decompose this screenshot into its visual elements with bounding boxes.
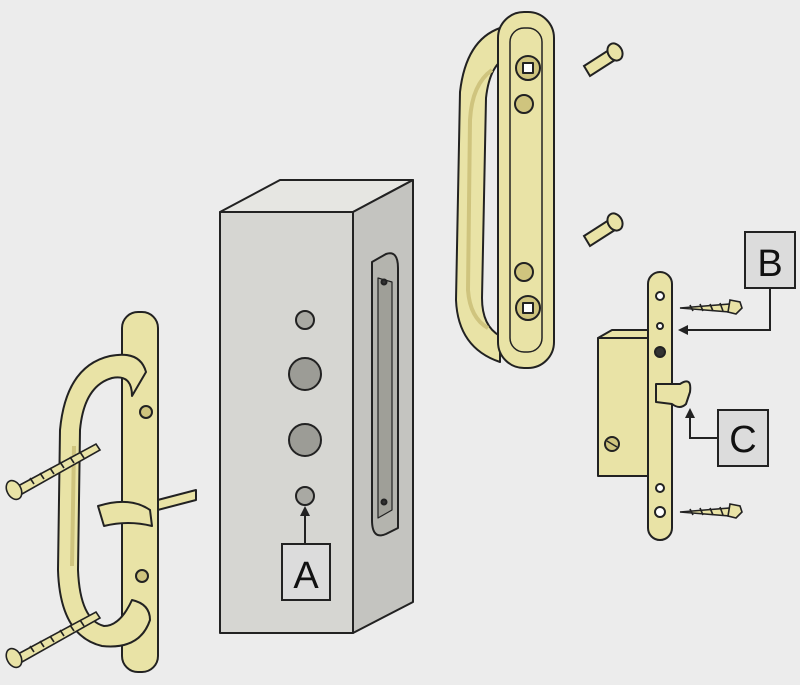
callout-c-box [717,409,769,467]
mortise-latch [597,271,692,541]
through-bolt-lower [5,610,102,669]
mounting-pin-bottom [582,212,624,248]
faceplate-hole-2 [656,322,664,330]
through-bolts [5,442,102,669]
faceplate-screws [679,299,743,519]
latch-body [597,337,651,477]
through-bolt-upper [5,442,102,501]
callout-b-label: B [757,243,782,285]
callout-a-box [281,543,331,601]
outside-handle [455,11,555,369]
door-block [219,179,414,634]
inside-handle [57,311,197,673]
faceplate-hole-4 [655,483,665,493]
callout-b-box [744,231,796,289]
mortise-screw-bottom [380,498,388,506]
bore-hole-small-top [295,310,315,330]
bore-hole-large-upper [288,357,322,391]
inside-escutcheon [121,311,159,673]
outside-spindle-square-bottom [522,302,534,314]
callout-a: A [281,506,331,601]
outside-grip-highlight [466,68,494,330]
outside-escutcheon [497,11,555,369]
mortise-screw-top [380,278,388,286]
outside-escutcheon-inner [509,27,543,353]
latch-faceplate [647,271,673,541]
inside-grip-highlight [70,445,76,567]
bore-hole-large-lower [288,423,322,457]
faceplate-hole-1 [655,291,665,301]
latch-hook [655,380,692,408]
faceplate-hole-3 [654,346,666,358]
mortise-inner [377,277,393,519]
bore-hole-small-bottom [295,486,315,506]
outside-stud-top [514,94,534,114]
callout-c: C [685,408,769,467]
faceplate-screw-bottom [679,503,743,519]
mounting-pins [582,42,624,248]
outside-stud-bottom [514,262,534,282]
inside-thumb-lever [97,500,153,527]
inside-grip [57,353,151,648]
faceplate-screw-top [679,299,743,315]
callout-c-label: C [729,419,756,461]
callout-a-label: A [293,555,319,597]
callout-b: B [678,231,796,335]
inside-handle-screw-bottom [135,569,149,583]
outside-spindle-square-top [522,62,534,74]
faceplate-hole-5 [654,506,666,518]
inside-handle-screw-top [139,405,153,419]
mounting-pin-top [582,42,624,78]
